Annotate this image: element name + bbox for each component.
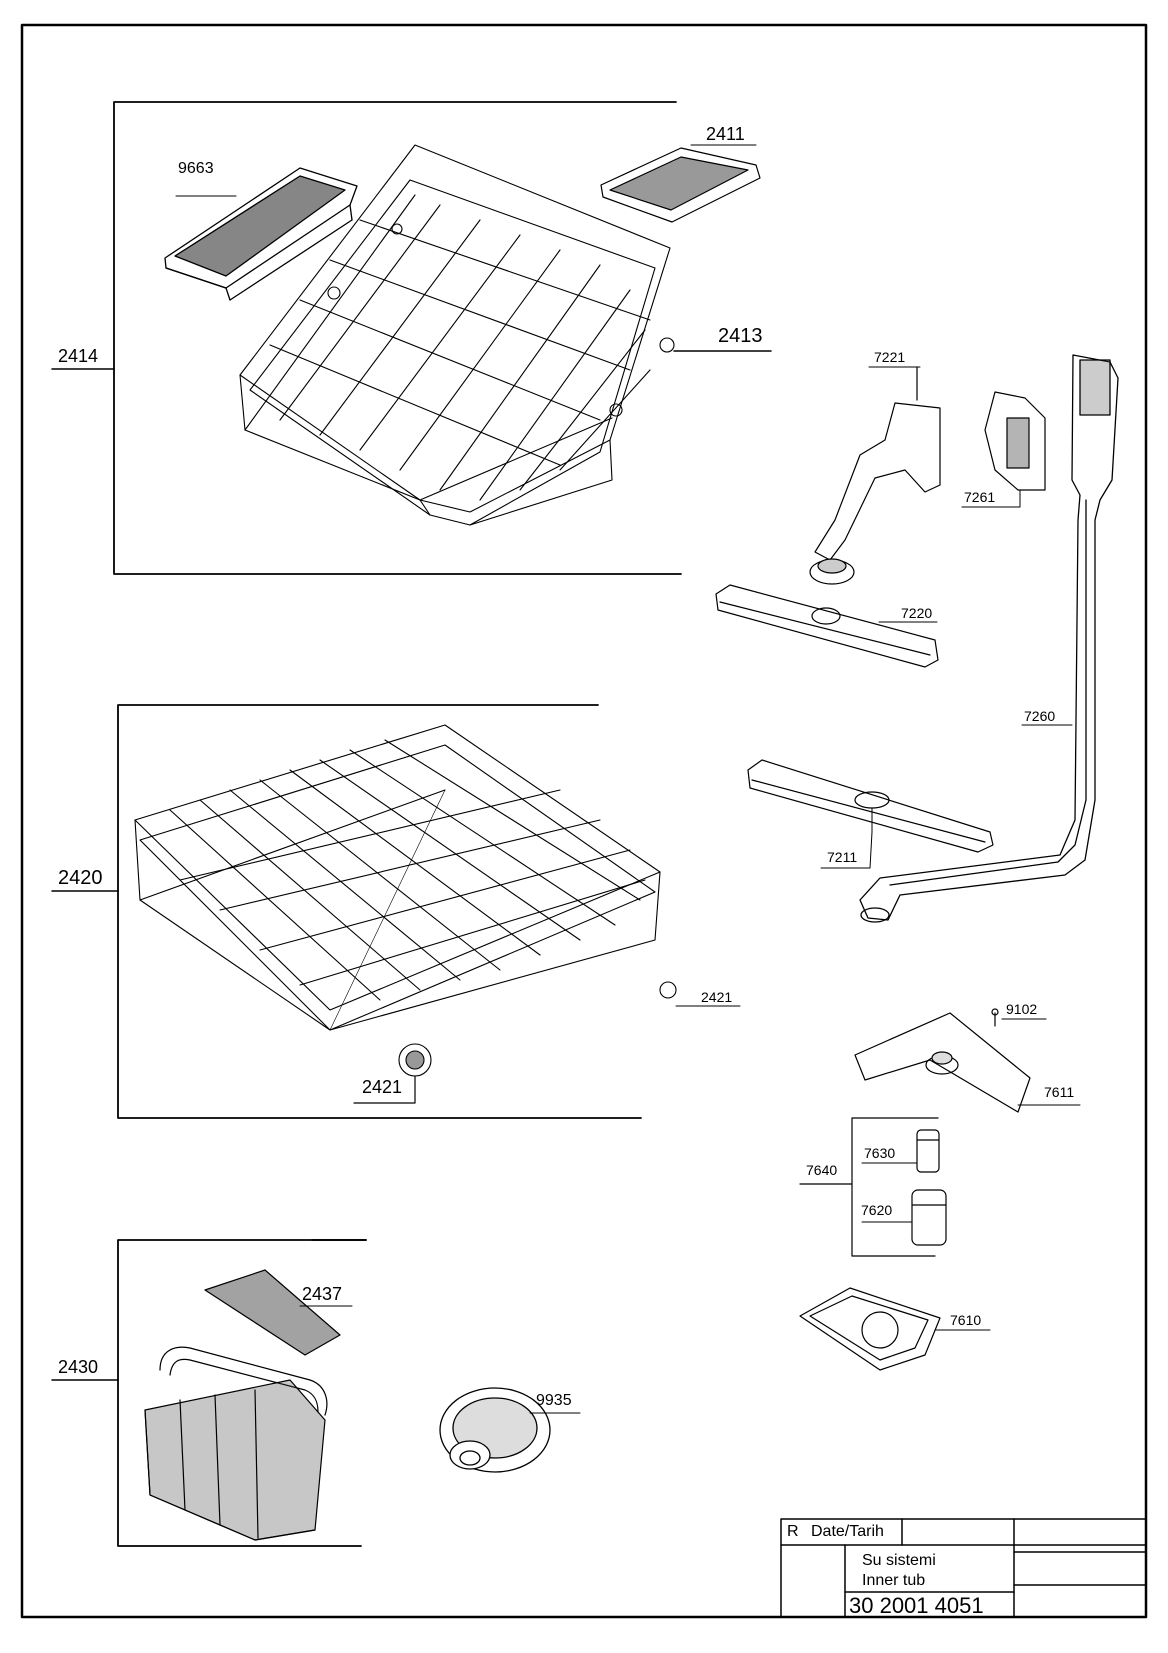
part-label-7610: 7610 xyxy=(950,1312,982,1328)
part-label-2430: 2430 xyxy=(58,1357,99,1377)
part-label-7630: 7630 xyxy=(864,1145,896,1161)
part-label-2411: 2411 xyxy=(706,124,745,144)
cutlery-tray-9663-drawing xyxy=(164,167,358,301)
water-pipe-7260-drawing xyxy=(859,354,1119,923)
bracket-2430 xyxy=(117,1239,367,1547)
part-label-2421-right: 2421 xyxy=(701,989,733,1005)
part-label-7211: 7211 xyxy=(827,849,858,865)
clip-2411-drawing xyxy=(600,144,761,223)
micro-filter-7610-drawing xyxy=(799,1287,991,1371)
part-label-7261: 7261 xyxy=(964,489,996,505)
part-9935-drawing xyxy=(439,1387,581,1473)
part-label-9102: 9102 xyxy=(1006,1001,1038,1017)
part-label-7260: 7260 xyxy=(1024,708,1056,724)
part-label-2414: 2414 xyxy=(58,346,99,366)
filter-assembly-7640-drawing xyxy=(799,1117,947,1257)
part-label-7221: 7221 xyxy=(874,349,906,365)
part-label-2437: 2437 xyxy=(302,1284,343,1304)
part-label-2413: 2413 xyxy=(718,325,763,347)
bracket-2420 xyxy=(117,704,642,1119)
part-label-2421-bottom: 2421 xyxy=(362,1077,403,1097)
title-block-rev: R xyxy=(787,1523,799,1540)
part-label-7640: 7640 xyxy=(806,1162,838,1178)
part-label-9935: 9935 xyxy=(536,1392,572,1409)
part-label-7620: 7620 xyxy=(861,1202,893,1218)
part-label-2420: 2420 xyxy=(58,867,103,889)
title-block-doc-number: 30 2001 4051 xyxy=(849,1593,984,1618)
upper-spray-arm-7220-drawing xyxy=(715,584,939,668)
title-block-frame xyxy=(780,1518,1147,1618)
part-label-7220: 7220 xyxy=(901,605,933,621)
lower-spray-arm-7211-drawing xyxy=(747,759,994,869)
part-label-7611: 7611 xyxy=(1044,1084,1075,1100)
title-block-date-label: Date/Tarih xyxy=(811,1523,884,1540)
part-label-9663: 9663 xyxy=(178,160,214,177)
spray-feeder-7221-drawing xyxy=(809,366,941,585)
lower-basket-2420-drawing xyxy=(134,724,741,1104)
screw-9102-drawing xyxy=(991,1008,1047,1027)
filter-plate-7611-drawing xyxy=(854,1012,1081,1113)
title-block-title-tr: Su sistemi xyxy=(862,1552,936,1569)
title-block-title-en: Inner tub xyxy=(862,1572,926,1589)
bracket-7261-drawing xyxy=(961,391,1046,508)
drawing-border xyxy=(20,23,1148,1619)
bracket-2414 xyxy=(113,101,682,575)
cutlery-lid-2437-drawing xyxy=(204,1269,353,1356)
cutlery-basket-drawing xyxy=(144,1346,328,1541)
upper-basket-2414-drawing xyxy=(239,144,772,526)
